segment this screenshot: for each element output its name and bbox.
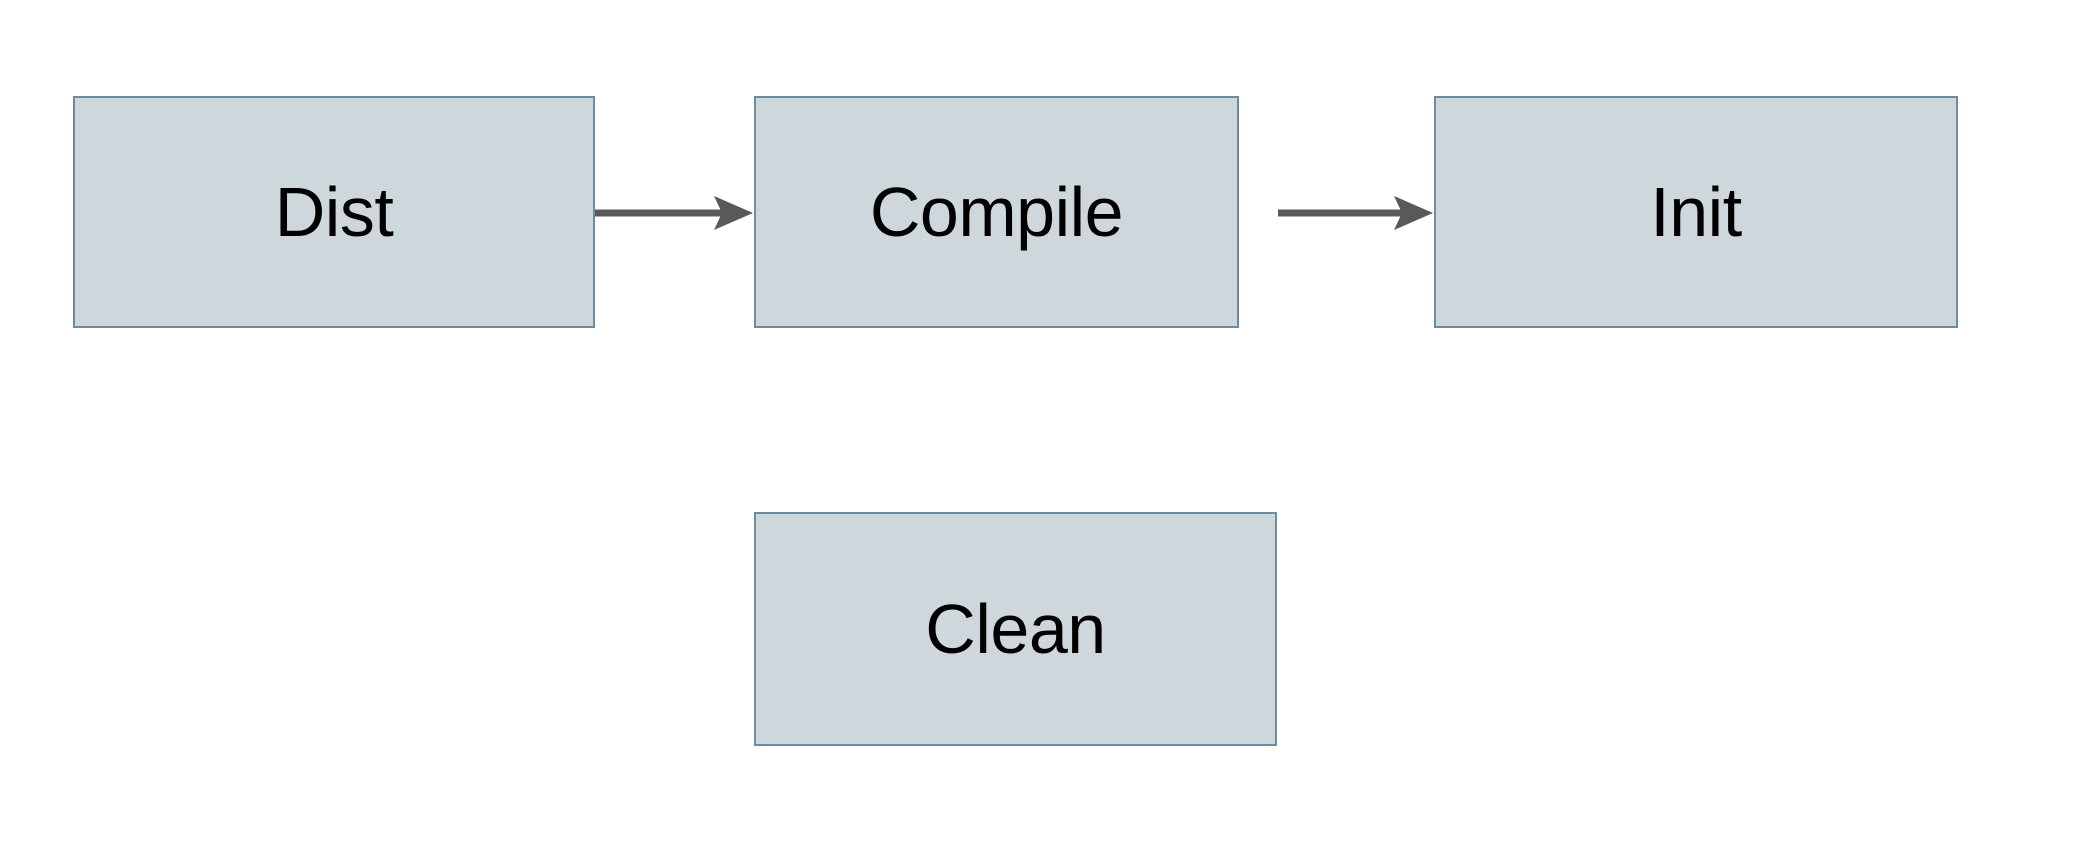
arrowhead-icon <box>1394 196 1433 230</box>
node-compile-label: Compile <box>869 173 1124 251</box>
node-init[interactable]: Init <box>1434 96 1958 328</box>
node-dist-label: Dist <box>274 173 394 251</box>
node-clean[interactable]: Clean <box>754 512 1277 746</box>
node-compile[interactable]: Compile <box>754 96 1239 328</box>
node-clean-label: Clean <box>925 590 1106 668</box>
node-dist[interactable]: Dist <box>73 96 595 328</box>
node-init-label: Init <box>1650 173 1742 251</box>
edge-compile-to-init[interactable] <box>1278 196 1433 230</box>
edge-dist-to-compile[interactable] <box>595 196 753 230</box>
arrowhead-icon <box>714 196 753 230</box>
